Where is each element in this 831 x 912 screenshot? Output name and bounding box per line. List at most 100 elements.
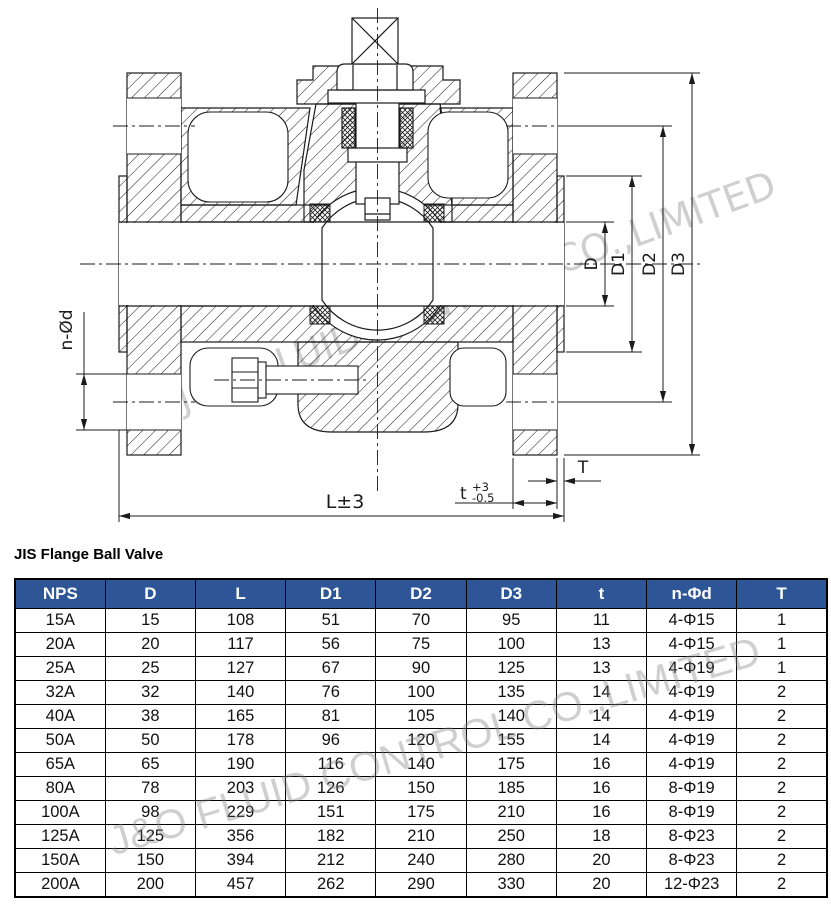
table-cell: 20	[555, 848, 648, 873]
table-cell: 13	[555, 632, 648, 657]
table-cell: 229	[194, 800, 287, 825]
gland-plate	[327, 89, 426, 104]
table-cell: 50	[104, 728, 196, 753]
table-cell: 178	[194, 728, 287, 753]
table-cell: 165	[194, 704, 287, 729]
table-cell: 175	[465, 752, 557, 777]
table-cell: 175	[375, 800, 467, 825]
table-cell: 330	[465, 872, 557, 898]
table-cell: 14	[555, 704, 648, 729]
table-cell: 1	[736, 608, 828, 633]
table-cell: 2	[736, 872, 828, 898]
table-cell: 8-Φ19	[646, 800, 738, 825]
table-cell: 78	[104, 776, 196, 801]
stem-packing	[341, 107, 356, 149]
table-cell: 210	[375, 824, 467, 849]
table-cell: 394	[194, 848, 287, 873]
table-cell: 262	[285, 872, 377, 898]
table-cell: 98	[104, 800, 196, 825]
table-cell: 76	[285, 680, 377, 705]
column-header: t	[555, 578, 648, 609]
table-cell: 200A	[14, 872, 106, 898]
table-cell: 4-Φ19	[646, 656, 738, 681]
table-cell: 75	[375, 632, 467, 657]
table-cell: 32A	[14, 680, 106, 705]
table-cell: 15	[104, 608, 196, 633]
column-header: D	[104, 578, 196, 609]
table-cell: 140	[465, 704, 557, 729]
table-cell: 70	[375, 608, 467, 633]
table-cell: 108	[194, 608, 287, 633]
table-cell: 20A	[14, 632, 106, 657]
column-header: D3	[465, 578, 557, 609]
table-cell: 4-Φ19	[646, 680, 738, 705]
table-cell: 200	[104, 872, 196, 898]
table-cell: 150A	[14, 848, 106, 873]
table-cell: 125	[104, 824, 196, 849]
dim-label-L: L±3	[326, 491, 365, 513]
gland-nut	[336, 63, 414, 91]
table-cell: 8-Φ23	[646, 824, 738, 849]
table-cell: 212	[285, 848, 377, 873]
table-cell: 16	[555, 752, 648, 777]
table-cell: 32	[104, 680, 196, 705]
table-cell: 67	[285, 656, 377, 681]
dim-label-d2: D2	[640, 252, 660, 276]
dimension-labels: D D1 D2 D3 n-Ød L±3 T t +3 -0.5	[57, 252, 689, 513]
table-cell: 116	[285, 752, 377, 777]
table-cell: 95	[465, 608, 557, 633]
dim-label-d3: D3	[669, 252, 689, 276]
dim-label-T: T	[577, 458, 589, 478]
svg-text:+3: +3	[472, 480, 489, 494]
table-cell: 4-Φ15	[646, 608, 738, 633]
table-cell: 14	[555, 728, 648, 753]
table-cell: 150	[104, 848, 196, 873]
table-cell: 100	[375, 680, 467, 705]
valve-section-drawing: J&O FLUID CONTROL CO.,LIMITED	[57, 8, 782, 522]
table-cell: 81	[285, 704, 377, 729]
table-cell: 65A	[14, 752, 106, 777]
column-header: NPS	[14, 578, 106, 609]
table-cell: 100A	[14, 800, 106, 825]
table-cell: 2	[736, 776, 828, 801]
dim-label-d: D	[582, 257, 602, 270]
table-cell: 290	[375, 872, 467, 898]
column-header: T	[736, 578, 828, 609]
ball-seats	[309, 203, 445, 325]
table-cell: 50A	[14, 728, 106, 753]
table-cell: 18	[555, 824, 648, 849]
table-cell: 127	[194, 656, 287, 681]
table-cell: 356	[194, 824, 287, 849]
stem-top-square	[351, 17, 399, 65]
table-cell: 38	[104, 704, 196, 729]
table-cell: 117	[194, 632, 287, 657]
lower-body	[180, 305, 514, 433]
table-cell: 250	[465, 824, 557, 849]
table-cell: 140	[194, 680, 287, 705]
table-cell: 40A	[14, 704, 106, 729]
table-cell: 120	[375, 728, 467, 753]
table-cell: 105	[375, 704, 467, 729]
table-cell: 14	[555, 680, 648, 705]
table-cell: 100	[465, 632, 557, 657]
table-cell: 2	[736, 848, 828, 873]
table-cell: 126	[285, 776, 377, 801]
column-header: L	[194, 578, 287, 609]
table-cell: 2	[736, 824, 828, 849]
table-cell: 56	[285, 632, 377, 657]
table-cell: 1	[736, 632, 828, 657]
table-cell: 150	[375, 776, 467, 801]
dim-label-t: t +3 -0.5	[460, 480, 494, 505]
table-cell: 125	[465, 656, 557, 681]
table-cell: 51	[285, 608, 377, 633]
